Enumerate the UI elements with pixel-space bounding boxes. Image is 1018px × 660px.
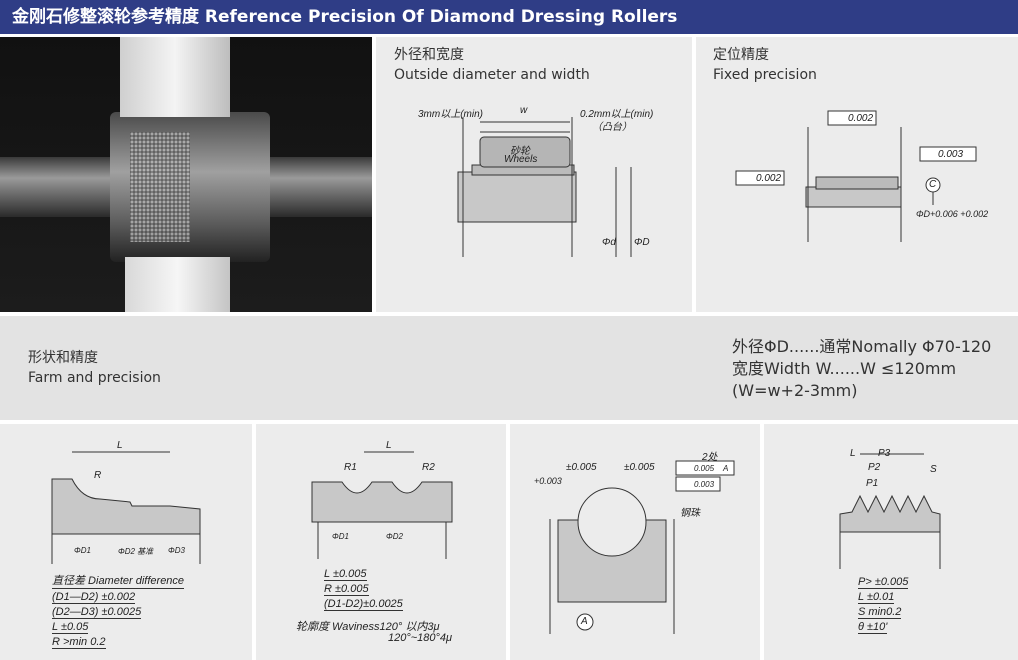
- roller-photo: [0, 37, 372, 312]
- p2-label-R2: R2: [422, 462, 435, 473]
- p3-note: 2处: [702, 452, 718, 463]
- p1-list-4: R >min 0.2: [52, 636, 106, 649]
- p1-tolerance-list: 直径差 Diameter difference (D1—D2) ±0.002 (…: [52, 572, 185, 651]
- outside-label-wheel-cn: 砂轮: [510, 146, 530, 157]
- fixed-tol-right: 0.003: [938, 149, 964, 160]
- fixed-tol-left: 0.002: [756, 173, 782, 184]
- p1-label-d1: ΦD1: [74, 546, 91, 555]
- p2-list-0: L ±0.005: [324, 568, 367, 581]
- diagram4: [839, 453, 941, 569]
- diagram-thread: L P3 P2 P1 S P> ±0.005 L ±0.01 S min0.2 …: [764, 424, 1018, 660]
- outside-diagram: [457, 117, 632, 257]
- spec-line1: 外径ΦD......通常Nomally Φ70-120: [732, 337, 992, 356]
- p3-tol1: ±0.005: [566, 462, 597, 473]
- p1-label-L: L: [117, 440, 123, 451]
- p4-list-1: L ±0.01: [858, 591, 895, 604]
- header-title: 金刚石修整滚轮参考精度 Reference Precision Of Diamo…: [12, 7, 678, 27]
- p1-list-3: L ±0.05: [52, 621, 89, 634]
- p4-list-2: S min0.2: [858, 606, 902, 619]
- outside-label-D: ΦD: [634, 237, 650, 248]
- outside-title-en: Outside diameter and width: [394, 67, 590, 83]
- diagram3: [549, 460, 735, 634]
- p3-flat-2: 0.003: [694, 480, 715, 489]
- p4-label-P3: P3: [878, 448, 891, 459]
- outside-label-right2: （凸台）: [592, 122, 632, 133]
- p2-list-2: (D1-D2)±0.0025: [324, 598, 403, 611]
- p4-tolerance-list: P> ±0.005 L ±0.01 S min0.2 θ ±10': [858, 576, 909, 636]
- form-title-en: Farm and precision: [28, 370, 161, 386]
- diagram1: [51, 451, 201, 564]
- p4-label-L: L: [850, 448, 856, 459]
- outside-diameter-panel: 外径和宽度 Outside diameter and width 3mm以上(m…: [376, 37, 692, 312]
- p2-label-d1: ΦD1: [332, 532, 349, 541]
- diagram2: [311, 451, 453, 559]
- p1-list-0: 直径差 Diameter difference: [52, 572, 185, 589]
- diagram-radius: L R1 R2 ΦD1 ΦD2 L ±0.005 R ±0.005 (D1-D2…: [256, 424, 506, 660]
- fixed-tol-D: ΦD+0.006 +0.002: [916, 209, 989, 219]
- p2-label-L: L: [386, 440, 392, 451]
- form-title-cn: 形状和精度: [28, 350, 98, 366]
- p1-label-d2: ΦD2 基准: [118, 547, 154, 556]
- fixed-precision-panel: 定位精度 Fixed precision 0.002 0.002 0.003 C…: [696, 37, 1018, 312]
- form-precision-panel: 形状和精度 Farm and precision: [0, 316, 1018, 420]
- p3-tol-v: +0.003: [534, 476, 562, 486]
- p1-label-d3: ΦD3: [168, 546, 185, 555]
- p1-list-1: (D1—D2) ±0.002: [52, 591, 136, 604]
- p4-label-S: S: [930, 464, 937, 475]
- p2-waviness-1: 轮廓度 Waviness120° 以内3μ: [296, 621, 440, 633]
- outside-label-wheel-en: Wheels: [504, 154, 538, 165]
- spec-line3: (W=w+2-3mm): [732, 381, 858, 400]
- p2-waviness-2: 120°~180°4μ: [388, 632, 453, 644]
- p3-flat-1: 0.005: [694, 464, 715, 473]
- p2-label-d2: ΦD2: [386, 532, 403, 541]
- fixed-title-en: Fixed precision: [713, 67, 817, 83]
- spec-block: 外径ΦD......通常Nomally Φ70-120 宽度Width W...…: [732, 336, 991, 402]
- p2-tolerance-list: L ±0.005 R ±0.005 (D1-D2)±0.0025: [324, 568, 403, 613]
- p3-tol2: ±0.005: [624, 462, 655, 473]
- fixed-tol-top: 0.002: [848, 113, 874, 124]
- p2-label-R1: R1: [344, 462, 357, 473]
- diagram-diameter-difference: L R ΦD1 ΦD2 基准 ΦD3 直径差 Diameter differen…: [0, 424, 252, 660]
- outside-label-w: w: [520, 105, 528, 116]
- p1-label-R: R: [94, 470, 102, 481]
- diagram-ball: ±0.005 ±0.005 +0.003 2处 0.005 A 0.003 钢珠…: [510, 424, 760, 660]
- p3-datum: A: [581, 616, 588, 627]
- spec-line2: 宽度Width W......W ≤120mm: [732, 359, 957, 378]
- outside-title-cn: 外径和宽度: [394, 47, 464, 63]
- p4-list-0: P> ±0.005: [858, 576, 909, 589]
- p4-label-P2: P2: [868, 462, 881, 473]
- p2-list-1: R ±0.005: [324, 583, 369, 596]
- outside-label-right: 0.2mm以上(min): [580, 109, 654, 120]
- p3-ball-label: 钢珠: [680, 508, 700, 519]
- p1-list-2: (D2—D3) ±0.0025: [52, 606, 142, 619]
- fixed-diagram: [735, 110, 977, 242]
- p4-list-3: θ ±10': [858, 621, 888, 634]
- p3-flat-1-datum: A: [723, 464, 729, 473]
- p4-label-P1: P1: [866, 478, 879, 489]
- page-header: 金刚石修整滚轮参考精度 Reference Precision Of Diamo…: [0, 0, 1018, 34]
- outside-label-d: Φd: [602, 237, 616, 248]
- fixed-datum: C: [929, 179, 937, 190]
- outside-label-left: 3mm以上(min): [418, 109, 483, 120]
- fixed-title-cn: 定位精度: [713, 47, 769, 63]
